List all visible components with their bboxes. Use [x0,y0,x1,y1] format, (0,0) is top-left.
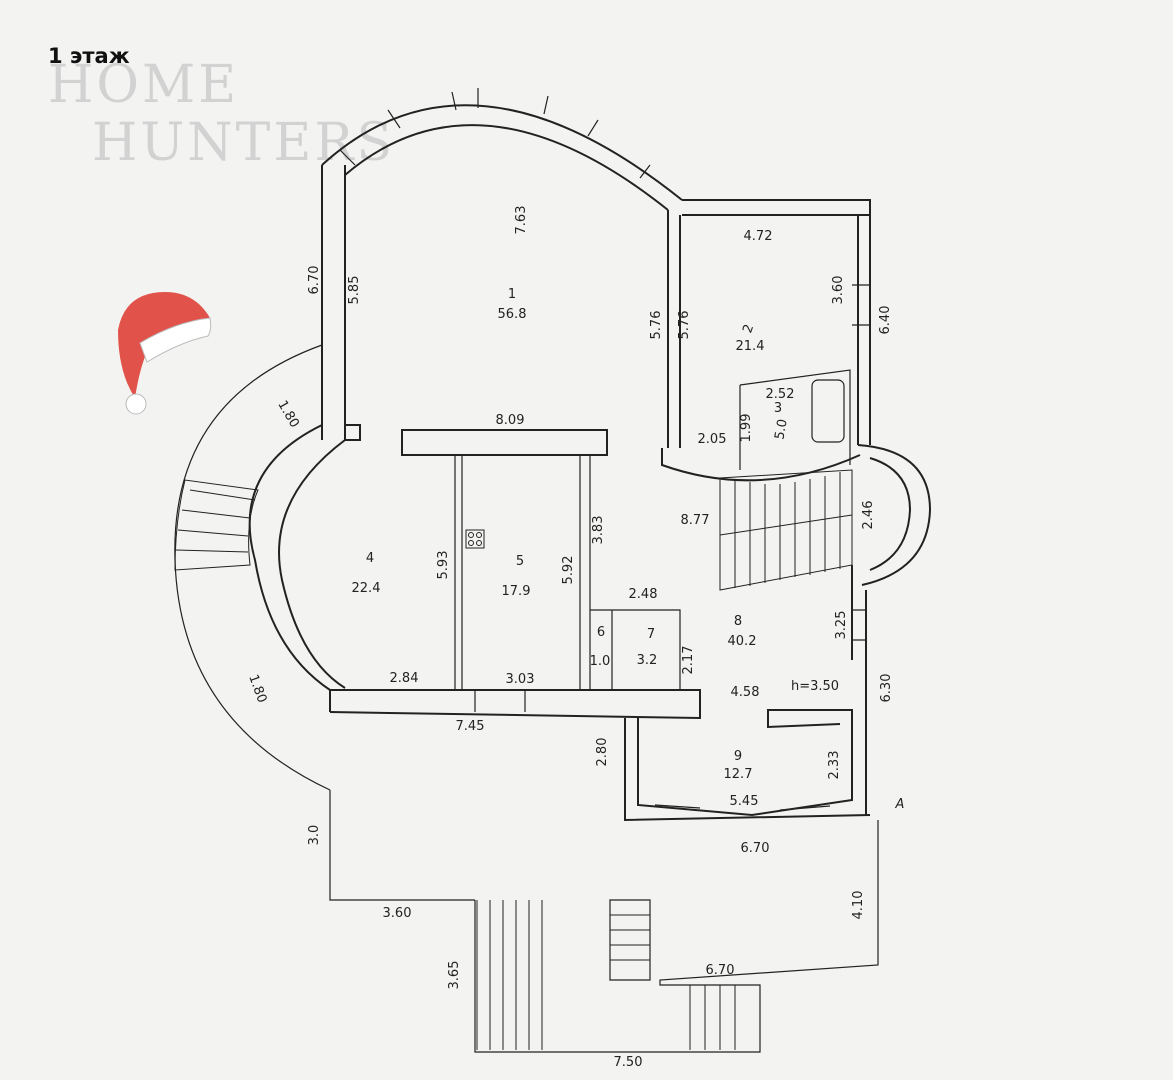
dim-217: 2.17 [681,646,696,675]
dim-280: 2.80 [595,738,610,767]
dim-246: 2.46 [861,501,876,530]
room-1-area: 56.8 [498,307,527,322]
dim-199: 1.99 [739,414,754,443]
dim-745: 7.45 [456,719,485,734]
dim-750: 7.50 [614,1055,643,1070]
dim-360-right: 3.60 [831,276,846,305]
room-6-area: 1.0 [590,654,611,669]
room-4-area: 22.4 [352,581,381,596]
dim-252: 2.52 [766,387,795,402]
dim-593: 5.93 [436,551,451,580]
stove-icon [465,529,485,549]
room-2-area: 21.4 [736,339,765,354]
room-9-area: 12.7 [724,767,753,782]
dim-670-mid: 6.70 [741,841,770,856]
room-2-number: 2 [740,322,757,335]
dim-180-lower: 1.80 [245,673,269,705]
dim-180-upper: 1.80 [274,398,301,431]
dim-233: 2.33 [827,751,842,780]
staircases [174,469,853,1050]
dim-360-bottom: 3.60 [383,906,412,921]
dim-877: 8.77 [681,513,710,528]
watermark-logo: HOME HUNTERS [48,55,392,180]
room-3-number: 3 [774,401,782,416]
dim-585: 5.85 [347,276,362,305]
room-5-area: 17.9 [502,584,531,599]
dim-576a: 5.76 [649,311,664,340]
dim-670-top: 6.70 [307,266,322,295]
room-labels: 1 56.8 2 21.4 3 5.0 4 22.4 5 17.9 6 1.0 … [352,287,791,782]
dim-592: 5.92 [561,556,576,585]
dim-325: 3.25 [834,611,849,640]
santa-hat-icon [118,292,212,415]
room-7-number: 7 [647,627,655,642]
dim-763: 7.63 [514,206,529,235]
dim-809: 8.09 [496,413,525,428]
dim-630: 6.30 [879,674,894,703]
dim-365: 3.65 [447,961,462,990]
room-1-number: 1 [508,287,516,302]
dim-303: 3.03 [506,672,535,687]
room-6-number: 6 [597,625,605,640]
dim-284: 2.84 [390,671,419,686]
dim-30: 3.0 [307,825,322,846]
outer-walls [174,104,932,1053]
dim-545: 5.45 [730,794,759,809]
windows [339,88,870,811]
dim-640: 6.40 [878,306,893,335]
dim-h350: h=3.50 [791,679,839,694]
room-3-area: 5.0 [772,418,790,441]
room-4-number: 4 [366,551,374,566]
dim-383: 3.83 [591,516,606,545]
page-title: 1 этаж [48,44,130,68]
room-9-number: 9 [734,749,742,764]
dim-410: 4.10 [851,891,866,920]
watermark-line2: HUNTERS [92,113,396,173]
dim-248: 2.48 [629,587,658,602]
dimension-labels: 7.63 6.70 5.85 5.76 5.76 4.72 3.60 6.40 … [245,206,904,1070]
dim-205: 2.05 [698,432,727,447]
dim-472: 4.72 [744,229,773,244]
room-8-number: 8 [734,614,742,629]
dim-458: 4.58 [731,685,760,700]
room-8-area: 40.2 [728,634,757,649]
room-7-area: 3.2 [637,653,658,668]
section-mark-a: A [895,797,905,812]
dim-576b: 5.76 [677,311,692,340]
room-5-number: 5 [516,554,524,569]
dim-670-bottom: 6.70 [706,963,735,978]
watermark-line1: HOME [48,55,240,115]
